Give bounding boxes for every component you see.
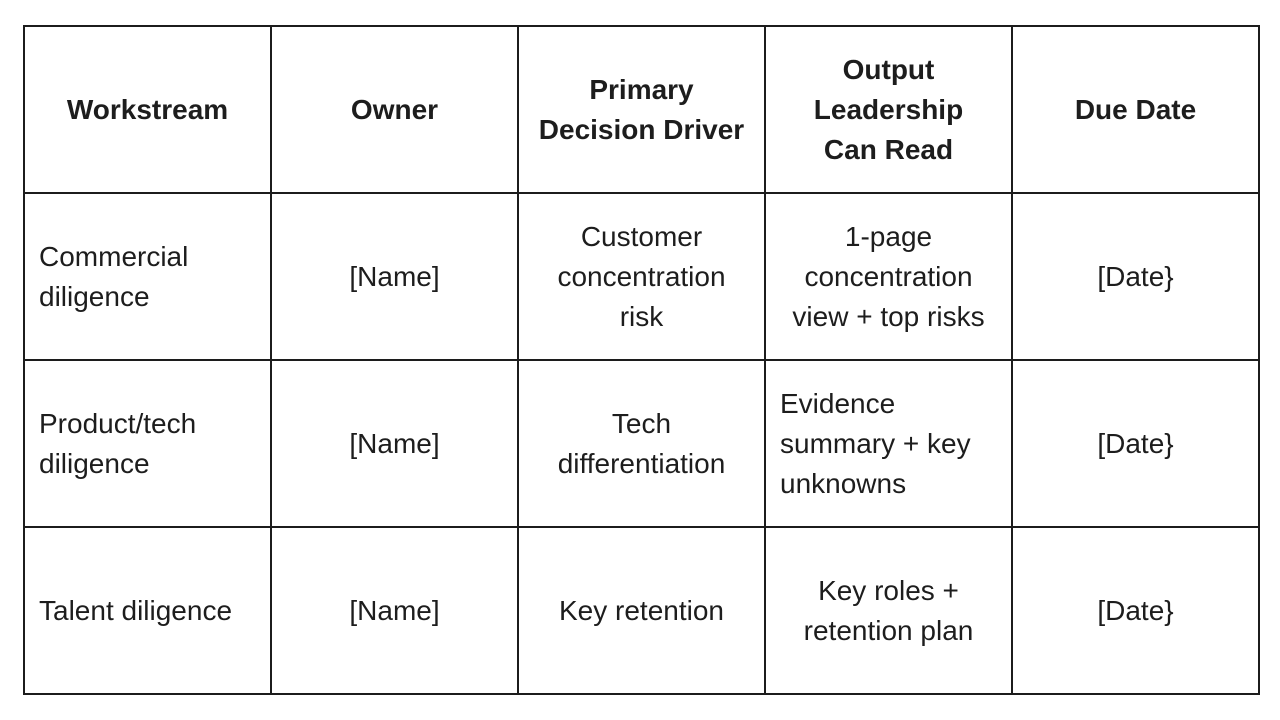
- cell-decision-driver: Customer concentration risk: [517, 192, 766, 361]
- cell-owner: [Name]: [270, 359, 519, 528]
- header-cell-output-leadership-can-read: Output Leadership Can Read: [764, 25, 1013, 194]
- header-cell-primary-decision-driver: Primary Decision Driver: [517, 25, 766, 194]
- diligence-table: Workstream Owner Primary Decision Driver…: [23, 25, 1260, 695]
- cell-owner: [Name]: [270, 526, 519, 695]
- diligence-table-container: Workstream Owner Primary Decision Driver…: [23, 25, 1260, 695]
- table-row-commercial-diligence: Commercial diligence [Name] Customer con…: [23, 192, 1260, 361]
- cell-output: Evidence summary + key unknowns: [764, 359, 1013, 528]
- cell-output: 1-page concentration view + top risks: [764, 192, 1013, 361]
- cell-decision-driver: Key retention: [517, 526, 766, 695]
- cell-workstream: Commercial diligence: [23, 192, 272, 361]
- cell-due-date: [Date}: [1011, 192, 1260, 361]
- cell-due-date: [Date}: [1011, 526, 1260, 695]
- table-header-row: Workstream Owner Primary Decision Driver…: [23, 25, 1260, 194]
- table-row-product-tech-diligence: Product/tech diligence [Name] Tech diffe…: [23, 359, 1260, 528]
- cell-decision-driver: Tech differentiation: [517, 359, 766, 528]
- cell-owner: [Name]: [270, 192, 519, 361]
- cell-workstream: Talent diligence: [23, 526, 272, 695]
- table-row-talent-diligence: Talent diligence [Name] Key retention Ke…: [23, 526, 1260, 695]
- cell-due-date: [Date}: [1011, 359, 1260, 528]
- header-cell-owner: Owner: [270, 25, 519, 194]
- header-cell-due-date: Due Date: [1011, 25, 1260, 194]
- cell-workstream: Product/tech diligence: [23, 359, 272, 528]
- cell-output: Key roles + retention plan: [764, 526, 1013, 695]
- header-cell-workstream: Workstream: [23, 25, 272, 194]
